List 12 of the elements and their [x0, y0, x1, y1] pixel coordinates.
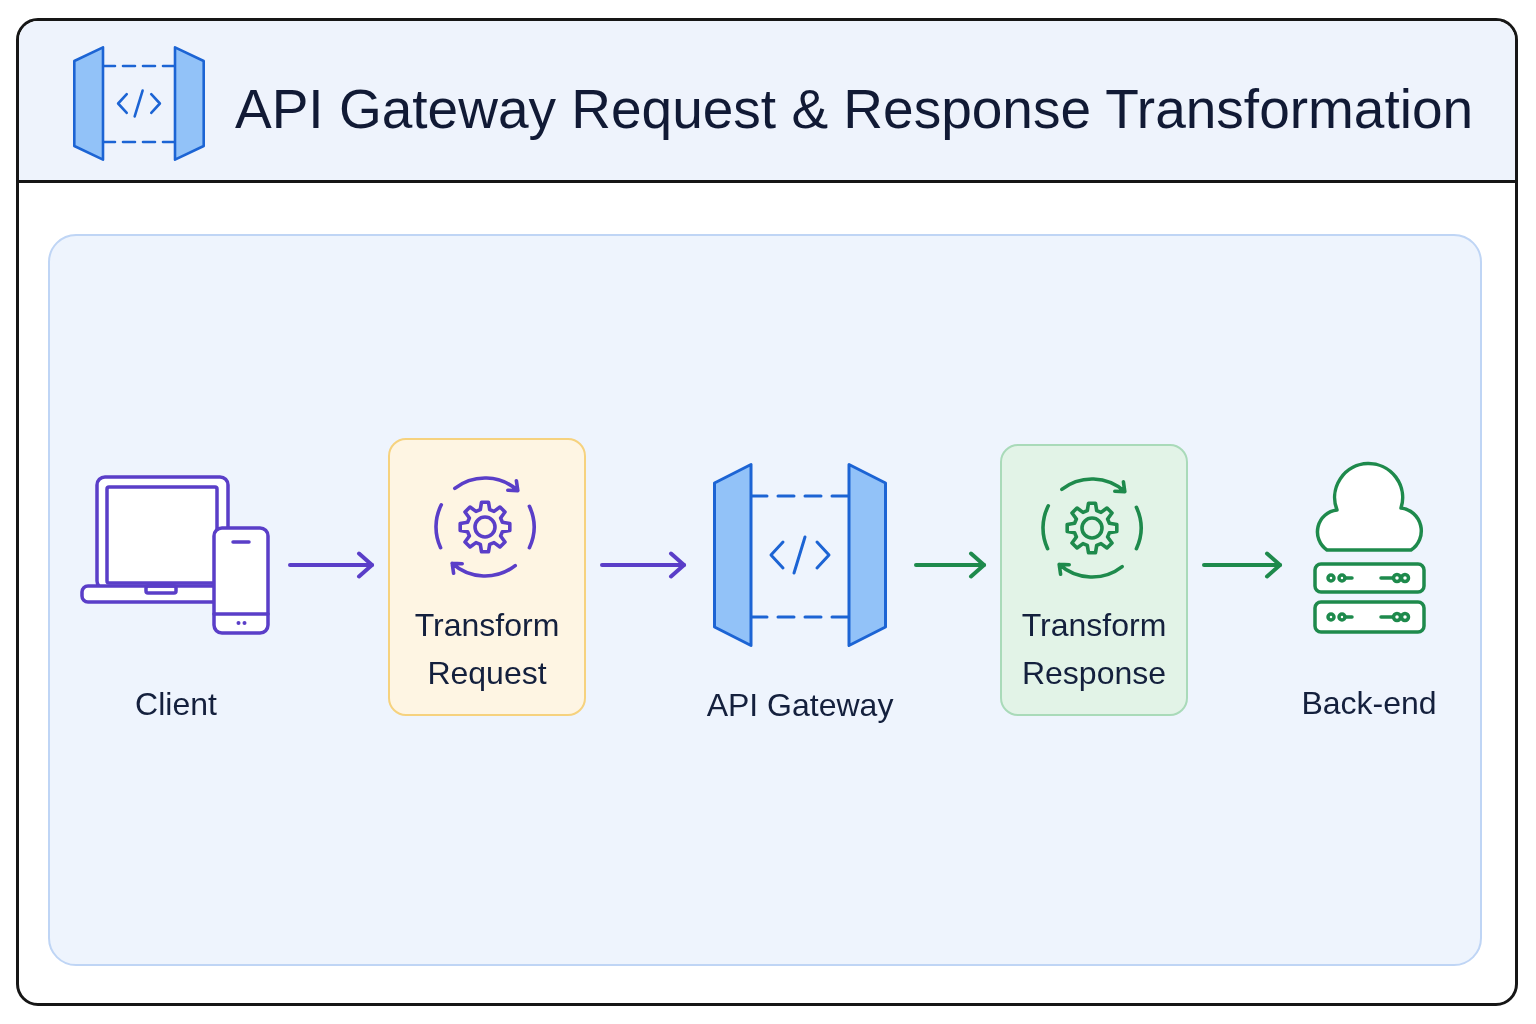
process-box — [388, 438, 586, 716]
arrow — [288, 551, 374, 579]
arrow — [914, 551, 986, 579]
node-label: Transform Response — [1021, 607, 1167, 691]
title: API Gateway Request & Response Transformation — [235, 77, 1474, 141]
node-label: Transform Request — [414, 607, 560, 691]
node-label: Back-end — [1301, 685, 1437, 721]
node-label: Client — [135, 686, 217, 722]
process-box — [1000, 444, 1188, 716]
arrow — [600, 551, 686, 579]
arrow — [1202, 551, 1282, 579]
node-label: API Gateway — [706, 687, 894, 723]
